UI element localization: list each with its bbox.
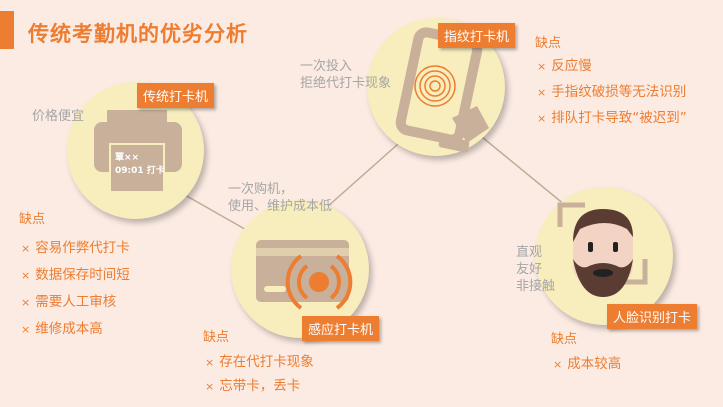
card-circle — [231, 200, 369, 338]
punch-card-text: 覃×× 09:01 打卡 — [115, 152, 165, 178]
card-time: 09:01 打卡 — [115, 166, 165, 176]
con-item: ×反应慢 — [537, 58, 592, 74]
card-name: 覃×× — [115, 153, 140, 163]
con-item: ×存在代打卡现象 — [205, 354, 314, 370]
card-reader-icon — [256, 240, 353, 310]
face-cons-title: 缺点 — [551, 332, 578, 347]
con-item: ×数据保存时间短 — [21, 267, 130, 283]
page-title: 传统考勤机的优劣分析 — [28, 22, 248, 46]
face-avatar-icon — [557, 202, 648, 297]
fingerprint-pros: 一次投入拒绝代打卡现象 — [300, 59, 392, 91]
fingerprint-cons-title: 缺点 — [535, 36, 562, 51]
face-label: 人脸识别打卡 — [607, 304, 698, 329]
con-item: ×成本较高 — [553, 356, 622, 372]
traditional-cons-title: 缺点 — [19, 212, 46, 227]
con-item: ×忘带卡，丢卡 — [205, 378, 301, 394]
traditional-pro: 价格便宜 — [32, 109, 85, 124]
face-pros: 直观友好非接触 — [516, 245, 556, 294]
printer-icon — [94, 110, 182, 193]
con-item: ×排队打卡导致“被迟到” — [537, 110, 687, 126]
card-cons-title: 缺点 — [203, 330, 230, 345]
con-item: ×维修成本高 — [21, 321, 103, 337]
card-label: 感应打卡机 — [302, 316, 380, 341]
con-item: ×需要人工审核 — [21, 294, 117, 310]
fingerprint-label: 指纹打卡机 — [438, 23, 516, 48]
traditional-label: 传统打卡机 — [137, 83, 215, 108]
face-circle — [535, 187, 673, 325]
con-item: ×容易作弊代打卡 — [21, 240, 130, 256]
title-accent-bar — [0, 11, 14, 49]
con-item: ×手指纹破损等无法识别 — [537, 84, 687, 100]
card-pros: 一次购机，使用、维护成本低 — [228, 182, 333, 214]
